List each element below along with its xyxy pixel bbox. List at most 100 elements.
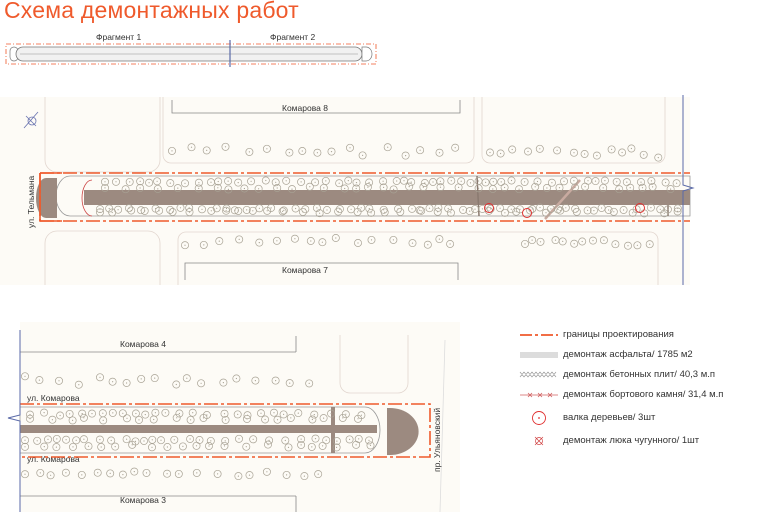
tree-center xyxy=(383,209,385,211)
tree-center xyxy=(573,152,575,154)
tree-symbol xyxy=(481,178,490,187)
tree-symbol xyxy=(185,208,194,217)
fragment-1-map: Комарова 8 Комарова 7 ул. Тельмана xyxy=(0,95,695,285)
tree-center xyxy=(225,419,227,421)
tree-symbol xyxy=(248,206,257,215)
asphalt-demolition-end xyxy=(36,178,57,218)
street-label-ulyanovsky: пр. Ульяновский xyxy=(432,408,442,472)
tree-symbol xyxy=(589,236,597,245)
tree-center xyxy=(291,188,293,190)
tree-center xyxy=(81,413,83,415)
tree-symbol xyxy=(172,413,181,422)
tree-symbol xyxy=(197,379,206,388)
tree-symbol xyxy=(166,205,175,214)
tree-symbol xyxy=(526,206,535,215)
tree-symbol xyxy=(187,143,196,152)
tree-center xyxy=(492,181,494,183)
tree-symbol xyxy=(173,184,182,193)
tree-center xyxy=(154,412,156,414)
tree-symbol xyxy=(286,413,295,422)
tree-center xyxy=(335,237,337,239)
tree-symbol xyxy=(182,374,191,383)
tree-symbol xyxy=(233,410,242,419)
tree-symbol xyxy=(507,176,516,185)
tree-center xyxy=(316,207,318,209)
tree-center xyxy=(485,181,487,183)
tree-symbol xyxy=(496,204,505,213)
tree-symbol xyxy=(262,144,271,153)
tree-center xyxy=(438,238,440,240)
tree-center xyxy=(515,211,517,213)
tree-center xyxy=(65,472,67,474)
tree-center xyxy=(200,382,202,384)
tree-symbol xyxy=(639,150,648,159)
tree-symbol xyxy=(327,147,336,156)
tree-center xyxy=(97,472,99,474)
tree-symbol xyxy=(298,207,307,216)
tree-symbol xyxy=(416,146,425,155)
tree-symbol xyxy=(607,145,616,154)
tree-center xyxy=(254,380,256,382)
tree-center xyxy=(419,209,421,211)
tree-symbol xyxy=(313,148,322,157)
tree-symbol xyxy=(254,184,263,193)
tree-center xyxy=(317,473,319,475)
tree-center xyxy=(603,239,605,241)
tree-symbol xyxy=(656,205,665,214)
tree-center xyxy=(462,209,464,211)
block-outline xyxy=(177,231,659,285)
tree-symbol xyxy=(297,435,306,444)
tree-symbol xyxy=(220,409,229,418)
tree-symbol xyxy=(383,143,392,152)
tree-center xyxy=(438,152,441,154)
block-outline xyxy=(339,335,409,394)
tree-symbol xyxy=(245,471,254,480)
tree-symbol xyxy=(118,470,127,479)
tree-symbol xyxy=(97,443,106,451)
tree-center xyxy=(519,208,521,210)
tree-center xyxy=(178,473,180,475)
tree-center xyxy=(499,207,501,209)
tree-center xyxy=(246,418,248,420)
tree-center xyxy=(122,412,124,414)
tree-symbol xyxy=(121,185,130,194)
tree-symbol xyxy=(105,204,114,213)
tree-symbol xyxy=(560,177,568,186)
curb-demolition xyxy=(81,179,93,217)
tree-symbol xyxy=(161,408,170,417)
tree-center xyxy=(336,440,338,442)
tree-center xyxy=(539,241,542,243)
tree-center xyxy=(384,211,386,213)
tree-center xyxy=(154,377,156,379)
tree-center xyxy=(420,210,422,212)
tree-center xyxy=(437,211,439,213)
tree-center xyxy=(677,210,679,212)
tree-symbol xyxy=(434,203,443,212)
tree-symbol xyxy=(149,415,158,424)
tree-center xyxy=(295,207,297,210)
tree-center xyxy=(432,181,434,183)
tree-symbol xyxy=(267,203,276,212)
tree-symbol xyxy=(157,436,165,445)
project-boundary xyxy=(20,403,431,458)
tree-center xyxy=(450,212,452,214)
tree-center xyxy=(563,180,565,182)
tree-center xyxy=(539,148,541,150)
tree-center xyxy=(24,473,26,475)
tree-center xyxy=(100,446,102,448)
tree-center xyxy=(166,473,168,475)
tree-group xyxy=(96,142,682,250)
tree-center xyxy=(188,211,191,213)
tree-center xyxy=(245,446,247,448)
tree-center xyxy=(275,380,277,382)
asphalt-demolition-area xyxy=(84,190,690,205)
tree-center xyxy=(81,474,83,476)
tree-symbol xyxy=(55,376,63,385)
tree-symbol xyxy=(379,177,388,186)
tree-center xyxy=(65,439,67,441)
tree-symbol xyxy=(367,208,376,217)
tree-symbol xyxy=(262,467,271,476)
tree-center xyxy=(58,380,60,382)
tree-center xyxy=(311,446,313,448)
tree-center xyxy=(539,206,541,209)
